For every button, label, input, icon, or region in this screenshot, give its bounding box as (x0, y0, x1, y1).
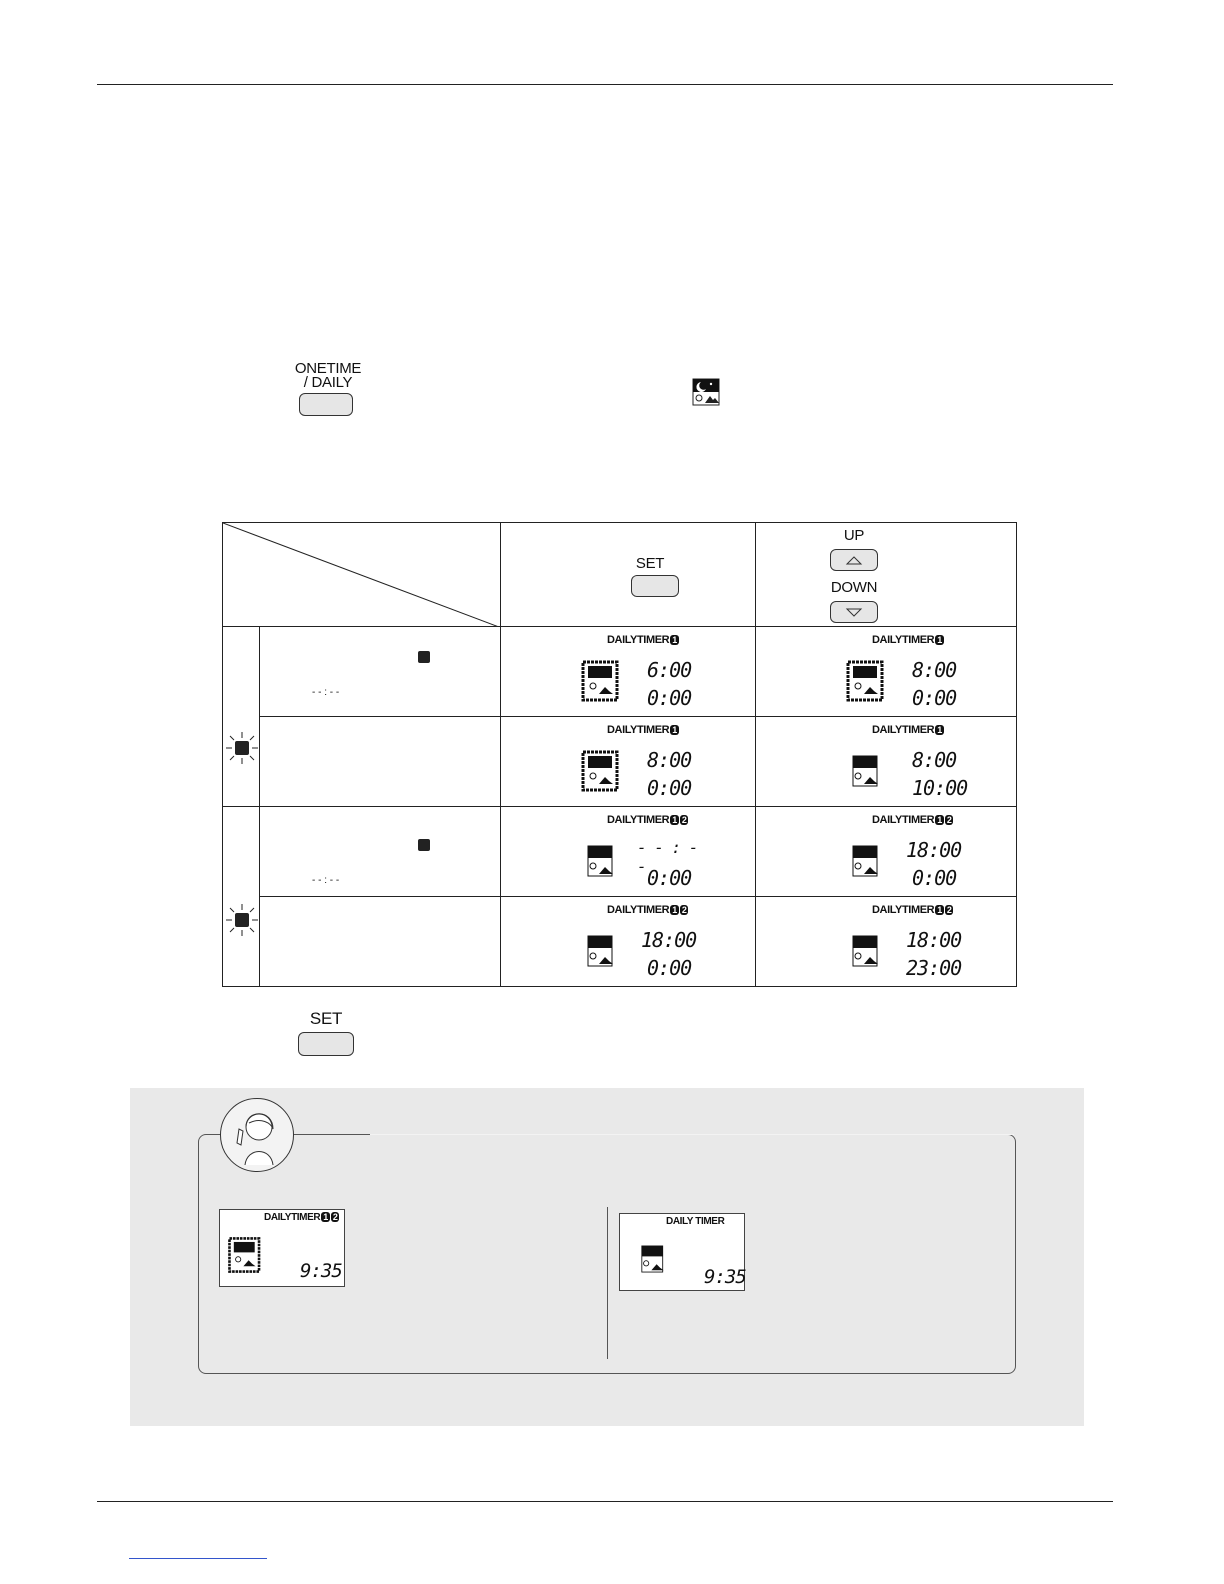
dial-icon (852, 755, 878, 786)
header-rule (97, 84, 1113, 85)
group1-indicator-cell (222, 626, 260, 807)
off-time: 0:00 (647, 865, 692, 890)
on-time: 8:00 (647, 747, 692, 772)
up-button[interactable] (830, 549, 878, 571)
timer-steps-table: SET UP DOWN - - : - - D (222, 522, 1017, 987)
off-time: 10:00 (912, 775, 968, 800)
set-header-cell: SET (500, 522, 756, 627)
dial-icon (587, 845, 613, 876)
on-time: 8:00 (912, 747, 957, 772)
row4-desc-cell (259, 896, 501, 987)
flashing-square-icon (225, 903, 259, 937)
footer-rule (97, 1501, 1113, 1502)
woman-avatar-icon (220, 1098, 294, 1172)
up-label: UP (843, 527, 865, 544)
set-button[interactable] (298, 1032, 354, 1056)
note-title-gap (370, 1134, 1014, 1135)
row2-desc-cell (259, 716, 501, 807)
dial-icon (852, 935, 878, 966)
off-time: 0:00 (647, 955, 692, 980)
on-time: 18:00 (906, 927, 962, 952)
row1-desc-cell: - - : - - (259, 626, 501, 717)
down-button[interactable] (830, 601, 878, 623)
updown-header-cell: UP DOWN (755, 522, 1017, 627)
dial-icon (641, 1245, 664, 1273)
set-button-label: SET (309, 1009, 343, 1028)
onetime-daily-button-label: ONETIME / DAILY (290, 360, 366, 391)
note-lcd-right: DAILY TIMER 9:35 (619, 1213, 747, 1291)
dial-icon (852, 845, 878, 876)
daily-label: / DAILY (303, 374, 353, 391)
footer-link-underline[interactable] (129, 1558, 267, 1559)
off-time: 0:00 (912, 685, 957, 710)
on-time: 6:00 (647, 657, 692, 682)
on-time: 18:00 (906, 837, 962, 862)
row1-dash-placeholder: - - : - - (312, 687, 340, 698)
on-time: - - : - - (637, 837, 698, 876)
off-time: 0:00 (647, 685, 692, 710)
down-label: DOWN (830, 579, 878, 596)
note-divider (607, 1207, 608, 1359)
table-corner-cell (222, 522, 501, 627)
onetime-daily-button[interactable] (299, 393, 353, 416)
row3-dash-placeholder: - - : - - (312, 875, 340, 886)
clock-time: 9:35 (300, 1260, 343, 1282)
group2-indicator-cell (222, 806, 260, 987)
dial-icon (228, 1237, 261, 1273)
dial-icon (581, 750, 619, 791)
set-header-label: SET (635, 555, 665, 572)
daily-timer-icon (692, 378, 720, 406)
set-header-button[interactable] (631, 575, 679, 597)
clock-time: 9:35 (704, 1266, 747, 1288)
row3-desc-cell: - - : - - (259, 806, 501, 897)
onetime-label: ONETIME (294, 360, 362, 377)
on-time: 18:00 (641, 927, 697, 952)
dial-icon (581, 660, 619, 701)
square-icon (418, 651, 430, 663)
lcd-title: DAILY TIMER (666, 1216, 725, 1227)
off-time: 0:00 (912, 865, 957, 890)
flashing-square-icon (225, 731, 259, 765)
off-time: 0:00 (647, 775, 692, 800)
square-icon (418, 839, 430, 851)
dial-icon (587, 935, 613, 966)
on-time: 8:00 (912, 657, 957, 682)
off-time: 23:00 (906, 955, 962, 980)
dial-icon (846, 660, 884, 701)
